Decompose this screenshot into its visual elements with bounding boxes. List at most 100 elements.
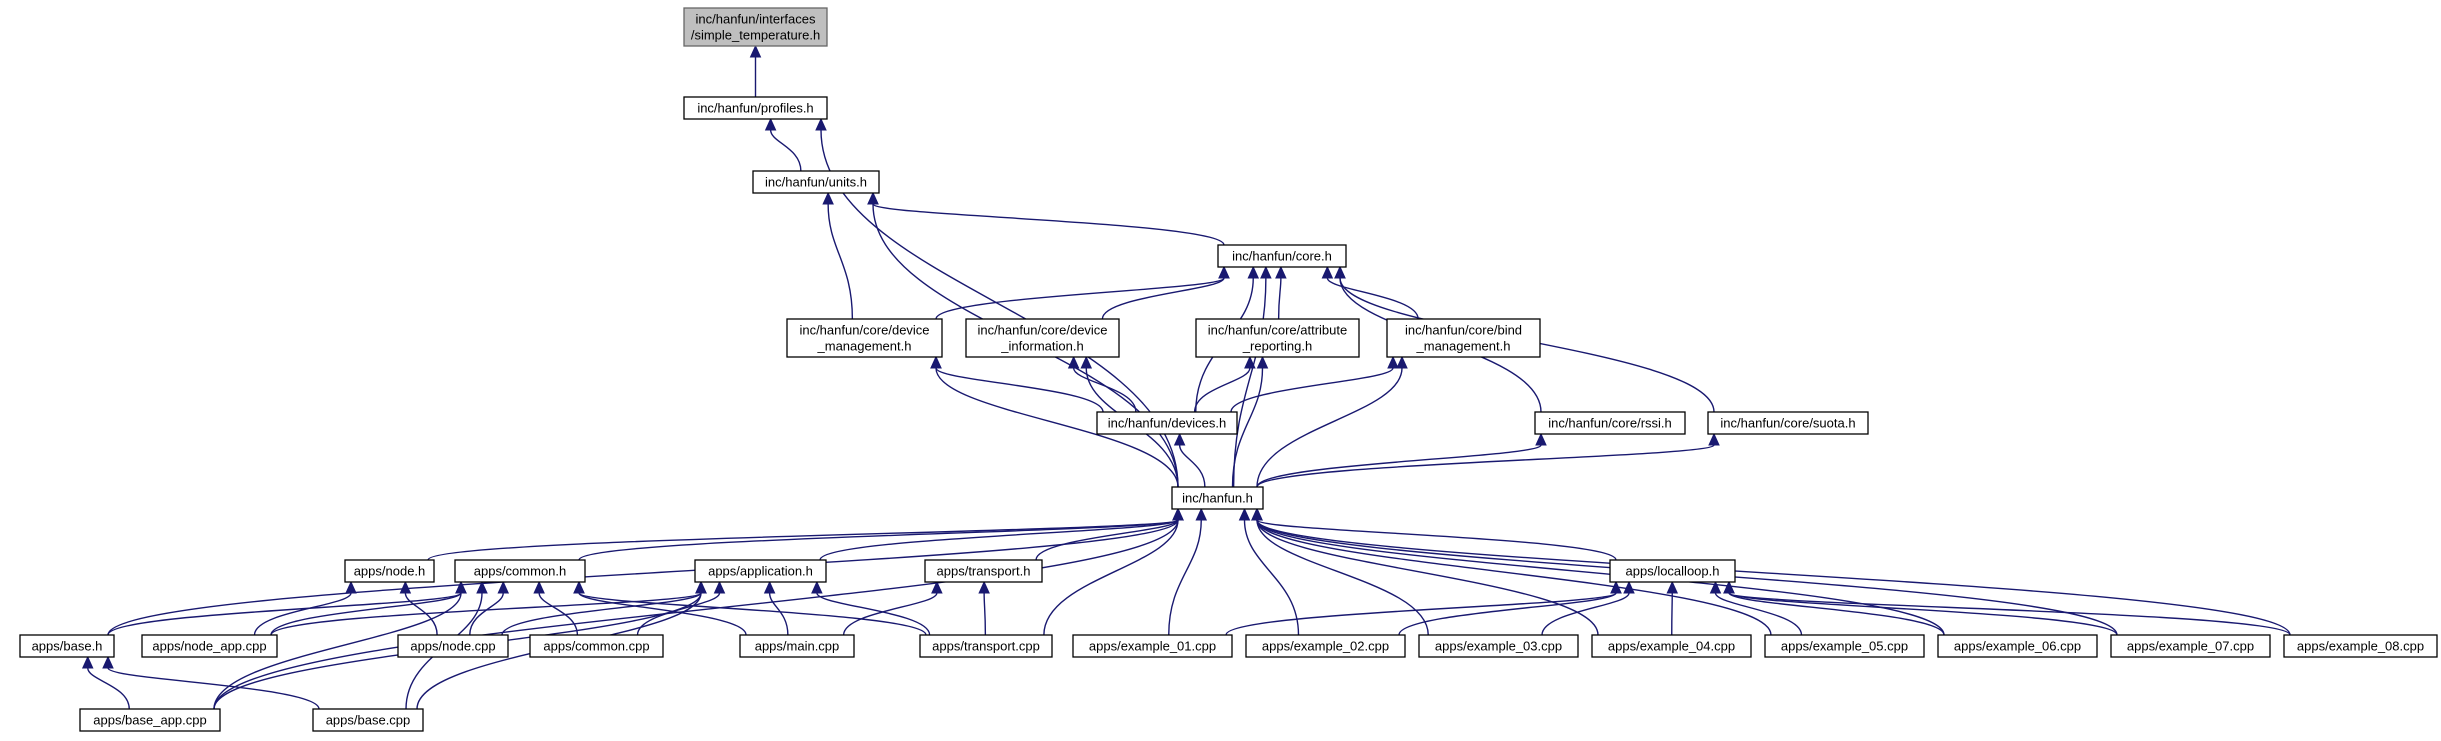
node-main-cpp[interactable]: apps/main.cpp (739, 634, 855, 658)
node-devices[interactable]: inc/hanfun/devices.h (1096, 411, 1238, 435)
node-label: _information.h (1000, 339, 1083, 354)
edge-line (213, 592, 462, 710)
node-base-app-cpp[interactable]: apps/base_app.cpp (79, 708, 221, 732)
dependency-edge (1541, 580, 1635, 636)
node-label: apps/base_app.cpp (93, 713, 206, 728)
node-label: apps/example_07.cpp (2127, 639, 2254, 654)
node-transport-h[interactable]: apps/transport.h (924, 559, 1043, 583)
node-common-h[interactable]: apps/common.h (454, 559, 586, 583)
dependency-edge (102, 655, 320, 710)
node-box (1096, 411, 1238, 435)
node-suota[interactable]: inc/hanfun/core/suota.h (1707, 411, 1869, 435)
node-node-h[interactable]: apps/node.h (344, 559, 435, 583)
edge-line (816, 592, 931, 636)
edge-line (1072, 367, 1137, 413)
arrowhead-icon (1080, 355, 1093, 369)
dependency-edge (1251, 507, 2291, 636)
node-node-cpp[interactable]: apps/node.cpp (397, 634, 509, 658)
node-box (919, 634, 1053, 658)
dependency-edge (1723, 580, 2118, 636)
edge-line (1326, 277, 1419, 320)
dependency-edge (1256, 432, 1547, 488)
dependency-edge (1067, 355, 1137, 413)
node-example-02[interactable]: apps/example_02.cpp (1245, 634, 1406, 658)
edge-line (1193, 367, 1251, 413)
node-label: apps/example_06.cpp (1954, 639, 2081, 654)
node-box (79, 708, 221, 732)
node-profiles[interactable]: inc/hanfun/profiles.h (683, 96, 828, 120)
node-localloop-h[interactable]: apps/localloop.h (1609, 559, 1736, 583)
edge-line (842, 592, 938, 636)
dependency-edge (1723, 580, 2291, 636)
edge-line (578, 592, 927, 636)
dependency-edge (573, 580, 927, 636)
dependency-edge (764, 117, 802, 172)
node-example-07[interactable]: apps/example_07.cpp (2110, 634, 2271, 658)
node-label: apps/base.h (32, 639, 103, 654)
arrowhead-icon (476, 580, 488, 594)
node-common-cpp[interactable]: apps/common.cpp (529, 634, 664, 658)
dependency-edge (533, 580, 579, 636)
arrowhead-icon (978, 580, 990, 594)
node-transport-cpp[interactable]: apps/transport.cpp (919, 634, 1053, 658)
node-base-cpp[interactable]: apps/base.cpp (312, 708, 424, 732)
edge-line (87, 667, 130, 710)
node-example-06[interactable]: apps/example_06.cpp (1937, 634, 2098, 658)
edge-line (1256, 444, 1542, 488)
node-hanfun[interactable]: inc/hanfun.h (1171, 486, 1264, 510)
dependency-edge (1043, 507, 1184, 636)
node-label: apps/main.cpp (755, 639, 840, 654)
node-example-04[interactable]: apps/example_04.cpp (1591, 634, 1752, 658)
edge-line (1043, 519, 1179, 636)
node-device-management[interactable]: inc/hanfun/core/device_management.h (786, 318, 943, 358)
arrowhead-icon (1666, 580, 1679, 594)
node-label: apps/localloop.h (1626, 564, 1720, 579)
node-example-01[interactable]: apps/example_01.cpp (1072, 634, 1233, 658)
node-core[interactable]: inc/hanfun/core.h (1217, 244, 1347, 268)
node-box (683, 7, 828, 47)
dependency-edge (749, 44, 762, 97)
arrowhead-icon (497, 580, 510, 594)
edge-line (1256, 519, 1599, 636)
arrowhead-icon (1218, 265, 1230, 279)
node-label: apps/base.cpp (326, 713, 411, 728)
node-device-information[interactable]: inc/hanfun/core/device_information.h (965, 318, 1120, 358)
edge-line (578, 592, 747, 636)
node-label: inc/hanfun/interfaces (696, 12, 816, 27)
dependency-edge (427, 507, 1184, 561)
node-label: apps/example_02.cpp (1262, 639, 1389, 654)
node-application-h[interactable]: apps/application.h (694, 559, 827, 583)
node-box (1418, 634, 1579, 658)
arrowhead-icon (1396, 355, 1408, 369)
dependency-edge (253, 580, 357, 636)
node-label: inc/hanfun/core/attribute (1208, 323, 1347, 338)
node-example-03[interactable]: apps/example_03.cpp (1418, 634, 1579, 658)
node-label: inc/hanfun/core/device (977, 323, 1107, 338)
edge-line (1231, 367, 1264, 488)
arrowhead-icon (1244, 355, 1256, 369)
node-box (752, 170, 880, 194)
node-label: apps/transport.cpp (932, 639, 1040, 654)
node-box (924, 559, 1043, 583)
node-label: apps/common.h (474, 564, 567, 579)
node-node-app-cpp[interactable]: apps/node_app.cpp (141, 634, 278, 658)
node-box (1245, 634, 1406, 658)
node-box (1534, 411, 1686, 435)
node-bind-management[interactable]: inc/hanfun/core/bind_management.h (1386, 318, 1541, 358)
node-label: apps/example_05.cpp (1781, 639, 1908, 654)
arrowhead-icon (81, 655, 94, 669)
node-rssi[interactable]: inc/hanfun/core/rssi.h (1534, 411, 1686, 435)
dependency-edge (1238, 507, 1300, 636)
node-units[interactable]: inc/hanfun/units.h (752, 170, 880, 194)
node-example-05[interactable]: apps/example_05.cpp (1764, 634, 1925, 658)
node-simple-temperature[interactable]: inc/hanfun/interfaces/simple_temperature… (683, 7, 828, 47)
arrowhead-icon (930, 355, 942, 369)
node-base-h[interactable]: apps/base.h (19, 634, 115, 658)
dependency-edge (822, 191, 854, 320)
node-example-08[interactable]: apps/example_08.cpp (2283, 634, 2438, 658)
dependency-edge (1231, 355, 1269, 488)
node-attribute-reporting[interactable]: inc/hanfun/core/attribute_reporting.h (1195, 318, 1360, 358)
edge-line (872, 203, 1225, 246)
node-label: apps/node_app.cpp (152, 639, 266, 654)
edge-line (983, 592, 987, 636)
